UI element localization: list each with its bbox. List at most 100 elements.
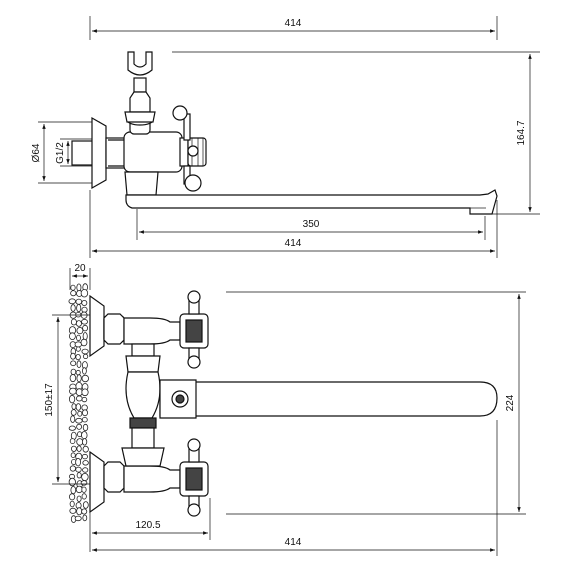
dim-spout-reach-label: 350 (303, 219, 320, 230)
wall-stone (76, 334, 81, 342)
wall-stone (75, 369, 81, 376)
wall-stone (69, 500, 75, 508)
wall-stone (81, 396, 88, 403)
wall-stone (75, 457, 81, 467)
wall-stone (70, 368, 77, 376)
wall-stone (82, 438, 88, 446)
wall-flange (91, 116, 107, 190)
wall-stone (75, 320, 82, 327)
wall-stone (81, 493, 87, 500)
wall-stone (80, 289, 89, 298)
wall-stone (69, 387, 77, 395)
wall-stone (82, 367, 87, 375)
wall-stone (76, 423, 82, 430)
wall-stone (82, 324, 88, 332)
dim-side-height-label: 164.7 (516, 120, 527, 145)
wall-stone (75, 485, 83, 494)
wall-stone (76, 360, 82, 369)
wall-stone (68, 425, 76, 431)
front-view: 20 150±17 224 (44, 263, 526, 556)
dim-bottom-overall-label: 414 (285, 238, 302, 249)
wall-stone (82, 467, 89, 473)
dim-center-distance-label: 150±17 (44, 383, 55, 417)
upper-flange (89, 294, 105, 358)
wall-stone (81, 453, 88, 460)
wall-stone (83, 353, 89, 359)
wall-stone (81, 486, 87, 493)
wall-stone (76, 495, 82, 502)
dim-front-height-label: 224 (505, 394, 516, 411)
wall-stone (69, 465, 77, 472)
wall-stone (69, 438, 76, 445)
wall-stone (70, 452, 76, 459)
wall-stone (81, 318, 88, 325)
wall-stone (80, 338, 88, 347)
wall-stone (75, 353, 81, 361)
wall-stone (70, 304, 76, 312)
wall-stone (69, 507, 77, 514)
wall-stone (70, 360, 77, 367)
dim-flange-diameter: Ø64 (31, 121, 100, 184)
wall-stone (71, 445, 77, 452)
lower-valve (103, 438, 209, 517)
handle-cross-side (172, 105, 202, 192)
dim-front-overall: 414 (92, 420, 498, 556)
wall-stone (82, 460, 89, 466)
spout-front (159, 379, 498, 419)
wall-stone (76, 303, 82, 313)
wall-stone (76, 374, 82, 383)
dim-bottom-overall: 414 (89, 190, 498, 258)
wall-stone (76, 507, 83, 516)
wall-stone (76, 283, 82, 292)
spout-side (125, 189, 498, 215)
wall-texture (68, 283, 89, 523)
wall-stone (76, 445, 82, 452)
wall-stone (81, 299, 88, 306)
mixer-body-side (105, 114, 207, 173)
wall-stone (81, 417, 88, 423)
wall-stone (70, 318, 77, 326)
dim-top-overall-label: 414 (285, 18, 302, 29)
wall-stone (68, 298, 76, 305)
wall-stone (70, 352, 76, 360)
dim-wall-depth: 20 (69, 263, 91, 290)
wall-stone (75, 346, 81, 352)
wall-stone (81, 306, 88, 313)
wall-stone (69, 374, 77, 383)
wall-stone (74, 515, 82, 522)
wall-stone (77, 431, 83, 438)
dim-top-overall: 414 (89, 16, 498, 40)
wall-stone (70, 284, 76, 291)
wall-stone (81, 348, 89, 355)
wall-stone (76, 438, 84, 446)
lower-flange (89, 450, 105, 514)
wall-stone (75, 466, 82, 473)
wall-stone (77, 410, 83, 417)
wall-stone (82, 514, 88, 522)
wall-stone (81, 374, 89, 383)
wall-stone (81, 388, 89, 397)
diverter-side (124, 171, 159, 196)
side-view: 414 164.7 Ø64 G1/2 (31, 16, 540, 258)
wall-stone (81, 508, 88, 515)
wall-stone (69, 493, 76, 501)
wall-stone (81, 472, 89, 481)
wall-stone (75, 417, 83, 424)
wall-stone (82, 445, 89, 453)
wall-stone (76, 395, 83, 402)
wall-stone (70, 290, 77, 297)
dim-thread-label: G1/2 (55, 142, 66, 164)
wall-stone (69, 332, 76, 341)
wall-stone (82, 423, 89, 432)
wall-stone (68, 477, 76, 487)
wall-stone (76, 326, 84, 335)
dim-offset: 120.5 (89, 498, 211, 552)
central-body (121, 343, 165, 467)
wall-stone (81, 431, 88, 440)
dim-wall-depth-label: 20 (74, 263, 86, 274)
dim-front-height: 224 (505, 294, 521, 512)
dim-flange-diameter-label: Ø64 (31, 143, 42, 162)
wall-stone (70, 409, 77, 416)
wall-stone (82, 409, 89, 417)
